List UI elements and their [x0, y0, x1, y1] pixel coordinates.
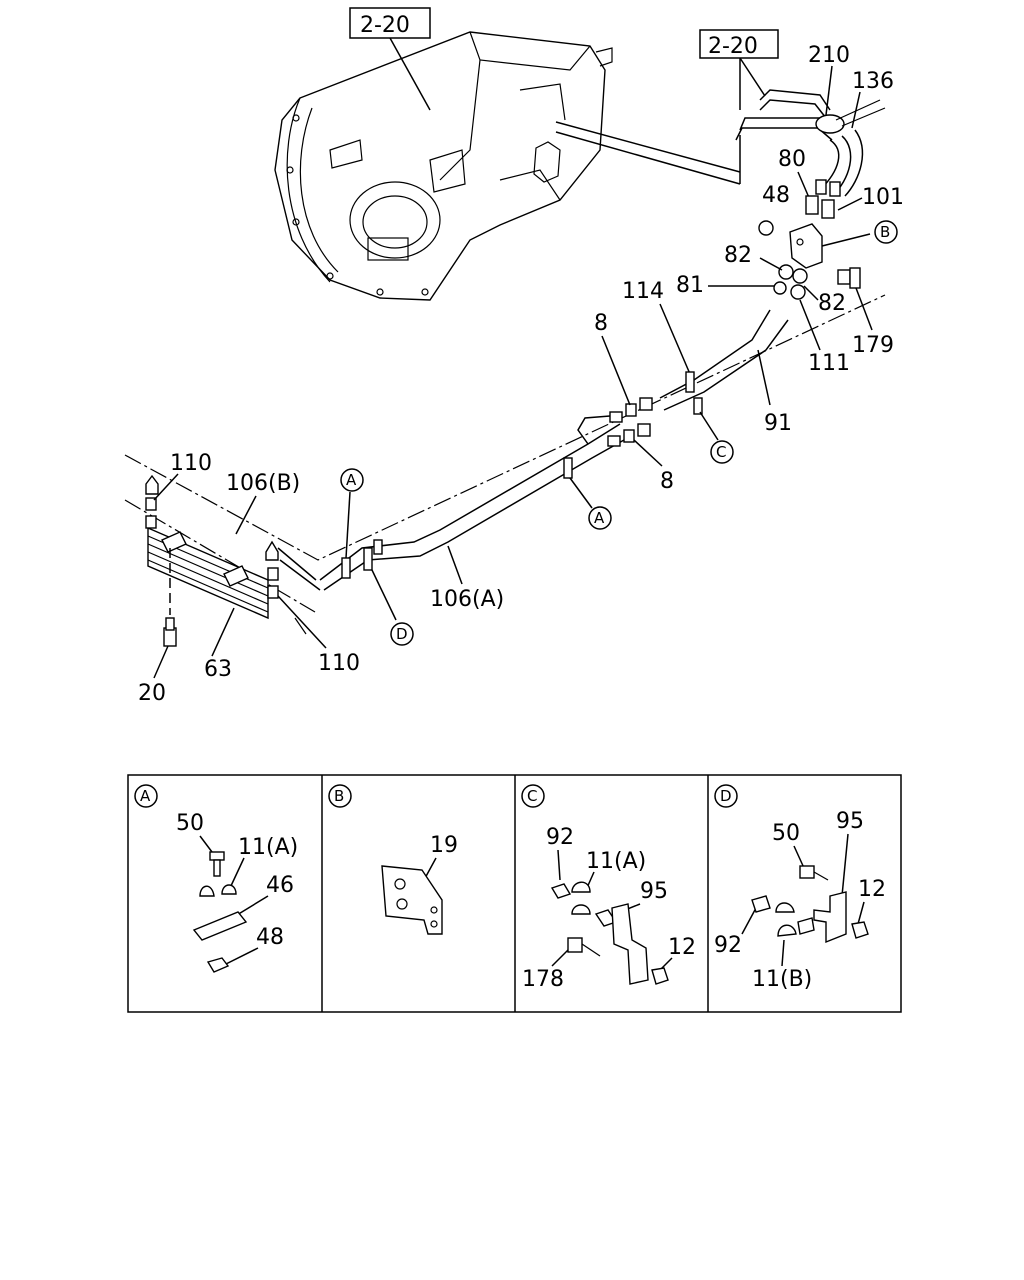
- callout-110-upper: 110: [170, 451, 212, 476]
- callout-136: 136: [852, 69, 894, 94]
- detail-b-label-19: 19: [430, 833, 458, 858]
- detail-d-label-50: 50: [772, 821, 800, 846]
- detail-a-label-46: 46: [266, 873, 294, 898]
- detail-panels: [127, 774, 902, 1013]
- callout-82-right: 82: [818, 291, 846, 316]
- washers: [773, 264, 808, 300]
- detail-c-label-95: 95: [640, 879, 668, 904]
- callout-20: 20: [138, 681, 166, 706]
- ref-box-label: 2-20: [360, 13, 410, 38]
- oil-cooler: [145, 474, 279, 647]
- detail-a-label-11a: 11(A): [238, 835, 298, 860]
- callout-91: 91: [764, 411, 792, 436]
- detail-d-label-95: 95: [836, 809, 864, 834]
- detail-b: B 19: [328, 784, 458, 935]
- bolt-179: [837, 267, 873, 331]
- marker-b: B: [880, 223, 890, 241]
- detail-d-label-92: 92: [714, 933, 742, 958]
- detail-c: C 92 11(A) 95 178 12: [521, 784, 696, 992]
- detail-d-label-12: 12: [858, 877, 886, 902]
- fittings-8: [607, 397, 653, 447]
- marker-a: A: [594, 509, 605, 527]
- detail-a-label-48: 48: [256, 925, 284, 950]
- clamp-c: C: [685, 371, 734, 464]
- callout-80: 80: [778, 147, 806, 172]
- detail-c-label-92: 92: [546, 825, 574, 850]
- clamp-a-middle: A: [563, 457, 612, 530]
- fittings-80-101: [758, 195, 835, 236]
- detail-a-marker: A: [140, 787, 151, 805]
- detail-d-label-11b: 11(B): [752, 967, 812, 992]
- callout-8-upper: 8: [594, 311, 608, 336]
- detail-d: D 50 95 12 92 11(B): [714, 784, 886, 992]
- clamp-a-left: A: [340, 468, 364, 579]
- callout-8-lower: 8: [660, 469, 674, 494]
- pipe-106a: [319, 415, 625, 591]
- marker-d: D: [396, 625, 408, 643]
- pipe-91: [659, 309, 789, 411]
- clamp-d: D: [363, 539, 414, 646]
- detail-a: A 50 11(A) 46 48: [134, 784, 298, 973]
- callout-106b: 106(B): [226, 471, 300, 496]
- detail-c-marker: C: [527, 787, 537, 805]
- detail-c-label-11a: 11(A): [586, 849, 646, 874]
- marker-a: A: [346, 471, 357, 489]
- detail-c-label-12: 12: [668, 935, 696, 960]
- pipe-106b: [277, 547, 321, 591]
- callout-82-left: 82: [724, 243, 752, 268]
- marker-c: C: [716, 443, 726, 461]
- callout-111: 111: [808, 351, 850, 376]
- frame-line-upper: [124, 294, 886, 561]
- ref-box-label: 2-20: [708, 34, 758, 59]
- callout-63: 63: [204, 657, 232, 682]
- detail-c-label-178: 178: [522, 967, 564, 992]
- ref-box-2-20-right: 2-20: [699, 29, 779, 110]
- bracket-b: B: [789, 220, 898, 269]
- callout-179: 179: [852, 333, 894, 358]
- callout-210: 210: [808, 43, 850, 68]
- ref-box-2-20-left: 2-20: [349, 7, 431, 111]
- callout-81: 81: [676, 273, 704, 298]
- callout-106a: 106(A): [430, 587, 504, 612]
- detail-d-marker: D: [720, 787, 732, 805]
- transmission-housing: [274, 31, 613, 301]
- callout-48: 48: [762, 183, 790, 208]
- callout-101: 101: [862, 185, 904, 210]
- detail-a-label-50: 50: [176, 811, 204, 836]
- callout-110-lower: 110: [318, 651, 360, 676]
- upper-hoses: [555, 89, 886, 197]
- detail-b-marker: B: [334, 787, 344, 805]
- callout-114: 114: [622, 279, 664, 304]
